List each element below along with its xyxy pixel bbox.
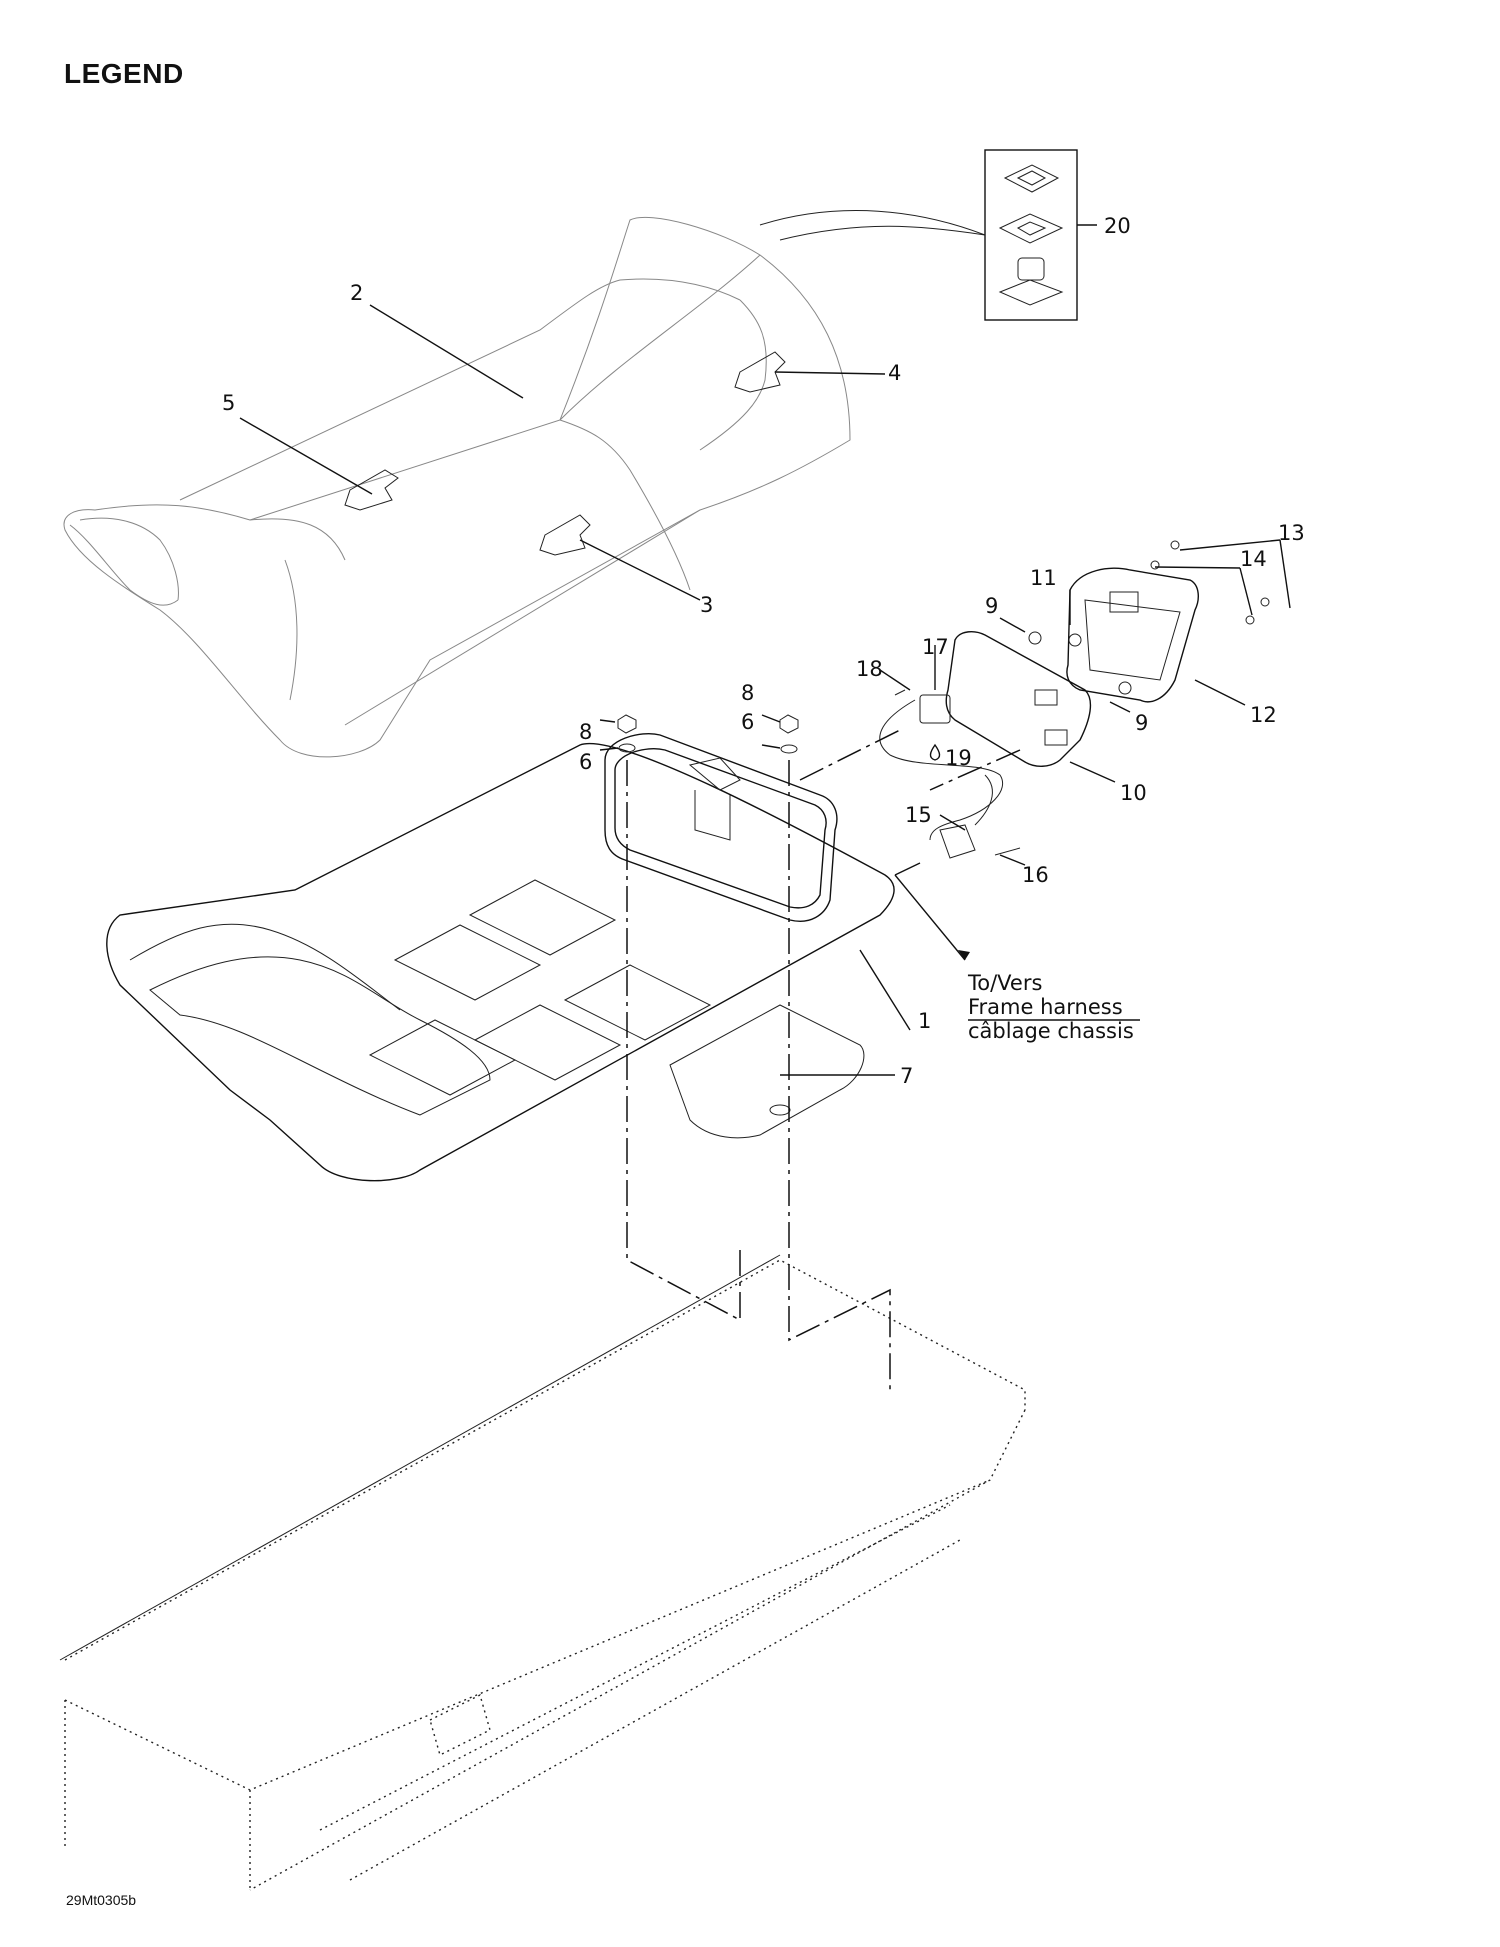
- harness-note-line2: Frame harness: [968, 995, 1123, 1019]
- callouts: 1 2 3 4 5 6 6 7 8 8 9 9 10 11 12 13 14 1…: [222, 214, 1305, 1088]
- callout-4: 4: [888, 361, 901, 385]
- harness-note-line1: To/Vers: [967, 971, 1042, 995]
- callout-6a: 6: [579, 750, 592, 774]
- callout-8a: 8: [579, 720, 592, 744]
- tail-light-assembly: [879, 540, 1270, 859]
- callout-10: 10: [1120, 781, 1147, 805]
- callout-9b: 9: [1135, 711, 1148, 735]
- leader-lines: [239, 304, 1291, 1076]
- alignment-lines: [626, 729, 1021, 1395]
- page-title: LEGEND: [64, 58, 184, 89]
- callout-17: 17: [922, 635, 949, 659]
- arrow-head: [958, 950, 970, 960]
- seat-drawing: [63, 216, 851, 758]
- part-20-inset: [759, 149, 1097, 321]
- callout-11: 11: [1030, 566, 1057, 590]
- callout-3: 3: [700, 593, 713, 617]
- callout-16: 16: [1022, 863, 1049, 887]
- harness-note-line3: câblage chassis: [968, 1019, 1134, 1043]
- callout-15: 15: [905, 803, 932, 827]
- nuts-washers: [617, 714, 799, 754]
- callout-18: 18: [856, 657, 883, 681]
- callout-20: 20: [1104, 214, 1131, 238]
- callout-8b: 8: [741, 681, 754, 705]
- callout-9a: 9: [985, 594, 998, 618]
- callout-19: 19: [945, 746, 972, 770]
- tunnel-body: [59, 1254, 1026, 1891]
- callout-5: 5: [222, 391, 235, 415]
- figure-code: 29Mt0305b: [66, 1892, 137, 1908]
- callout-2: 2: [350, 281, 363, 305]
- callout-6b: 6: [741, 710, 754, 734]
- callout-12: 12: [1250, 703, 1277, 727]
- seat-base-tray: [106, 733, 895, 1182]
- callout-13: 13: [1278, 521, 1305, 545]
- callout-14: 14: [1240, 547, 1267, 571]
- callout-7: 7: [900, 1064, 913, 1088]
- harness-note: To/Vers Frame harness câblage chassis: [967, 971, 1140, 1043]
- callout-1: 1: [918, 1009, 931, 1033]
